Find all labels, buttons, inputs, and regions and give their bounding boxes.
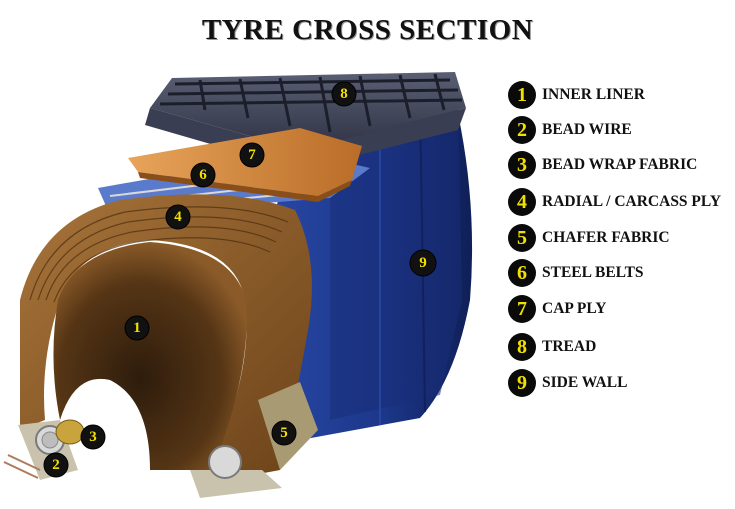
diagram-markers: 1 2 3 4 5 6 7 8	[43, 81, 437, 478]
inner-liner-layer	[53, 242, 247, 470]
svg-text:2: 2	[52, 457, 60, 473]
legend-item-bead-wrap-fabric: 3 BEAD WRAP FABRIC	[508, 150, 733, 180]
legend-item-inner-liner: 1 INNER LINER	[508, 80, 733, 110]
legend-badge: 8	[508, 333, 536, 361]
marker-bead-wrap-fabric: 3	[80, 424, 106, 450]
marker-inner-liner: 1	[124, 315, 150, 341]
legend-item-steel-belts: 6 STEEL BELTS	[508, 258, 733, 288]
legend-label: RADIAL / CARCASS PLY	[542, 193, 722, 210]
legend-label: CAP PLY	[542, 300, 607, 317]
svg-text:5: 5	[280, 425, 288, 441]
legend-badge: 1	[508, 81, 536, 109]
carcass-ply-layer	[20, 194, 312, 485]
marker-steel-belts: 6	[190, 162, 216, 188]
legend-label: CHAFER FABRIC	[542, 229, 670, 246]
legend-badge: 9	[508, 369, 536, 397]
marker-side-wall: 9	[409, 249, 437, 277]
legend-item-carcass-ply: 4 RADIAL / CARCASS PLY	[508, 187, 733, 217]
legend-item-chafer-fabric: 5 CHAFER FABRIC	[508, 223, 733, 253]
legend-item-side-wall: 9 SIDE WALL	[508, 368, 733, 398]
legend-badge: 2	[508, 116, 536, 144]
legend-badge: 3	[508, 151, 536, 179]
legend-label: BEAD WRAP FABRIC	[542, 156, 698, 173]
marker-chafer-fabric: 5	[271, 420, 297, 446]
legend-badge: 4	[508, 188, 536, 216]
legend-badge: 5	[508, 224, 536, 252]
svg-text:4: 4	[174, 209, 182, 225]
marker-bead-wire: 2	[43, 452, 69, 478]
bead-area	[3, 382, 318, 498]
legend-item-tread: 8 TREAD	[508, 332, 733, 362]
legend-label: SIDE WALL	[542, 374, 628, 391]
legend-label: BEAD WIRE	[542, 121, 632, 138]
legend-badge: 7	[508, 295, 536, 323]
legend-badge: 6	[508, 259, 536, 287]
legend-item-bead-wire: 2 BEAD WIRE	[508, 115, 733, 145]
svg-text:8: 8	[340, 86, 348, 102]
svg-text:9: 9	[419, 255, 427, 271]
svg-text:3: 3	[89, 429, 97, 445]
legend-label: TREAD	[542, 338, 597, 355]
svg-text:7: 7	[248, 147, 256, 163]
marker-cap-ply: 7	[239, 142, 265, 168]
svg-text:1: 1	[133, 320, 141, 336]
marker-tread: 8	[331, 81, 357, 107]
legend-label: STEEL BELTS	[542, 264, 644, 281]
legend-label: INNER LINER	[542, 86, 645, 103]
svg-text:6: 6	[199, 167, 207, 183]
marker-carcass-ply: 4	[165, 204, 191, 230]
diagram-title: TYRE CROSS SECTION	[201, 14, 534, 46]
legend-item-cap-ply: 7 CAP PLY	[508, 294, 733, 324]
